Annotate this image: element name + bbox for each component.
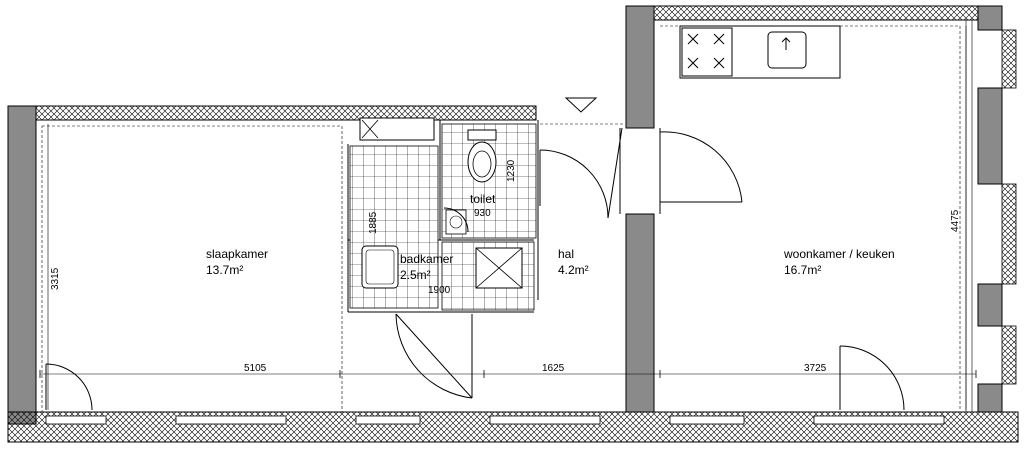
- entrance-triangle-icon: [564, 97, 598, 113]
- dimension-lines: [39, 26, 977, 410]
- toilet-icon: [467, 129, 497, 183]
- dim-bath-width: 1900: [428, 285, 451, 296]
- room-name-badkamer: badkamer: [400, 252, 453, 266]
- bottom-windows: [45, 415, 945, 425]
- room-name-slaapkamer: slaapkamer: [206, 247, 268, 261]
- kitchen-counter: [679, 25, 841, 79]
- wall-center-top: [625, 5, 655, 129]
- sink-icon: [767, 31, 807, 69]
- dim-toilet-width: 930: [474, 208, 491, 219]
- shower-icon: [475, 247, 523, 289]
- facade-pier-3: [977, 383, 1003, 413]
- dim-toilet-depth: 1230: [506, 159, 517, 182]
- wall-left: [7, 105, 37, 425]
- facade-pier-1: [977, 87, 1003, 185]
- dim-hal-width: 1625: [542, 363, 565, 374]
- walls: [7, 5, 1019, 443]
- wall-top-slaapkamer: [35, 105, 537, 121]
- facade-pier-2: [977, 283, 1003, 327]
- dim-woonkamer-width: 3725: [804, 363, 827, 374]
- facade-glass-3: [1001, 325, 1017, 385]
- dim-slaapkamer-width: 5105: [244, 363, 267, 374]
- room-name-hal: hal: [558, 247, 574, 261]
- cooktop-icon: [681, 27, 733, 77]
- dim-woonkamer-depth: 4475: [950, 209, 961, 232]
- facade-glass-1: [1001, 29, 1017, 89]
- room-labels: slaapkamer 13.7m² badkamer 2.5m² toilet …: [206, 192, 895, 282]
- wall-top-woonkamer: [653, 5, 979, 21]
- dimension-labels: 5105 1625 3725 3315 4475: [50, 209, 961, 374]
- doors: [45, 97, 905, 411]
- bathtub-icon: [361, 245, 399, 289]
- bathroom-core: 1885 1230 930 1900: [349, 117, 537, 311]
- wall-center-bottom: [625, 213, 655, 413]
- room-name-woonkamer: woonkamer / keuken: [783, 247, 895, 261]
- room-area-woonkamer: 16.7m²: [784, 263, 821, 277]
- wall-right-top: [977, 5, 1003, 31]
- facade-glass-2: [1001, 183, 1017, 285]
- dim-bath-depth: 1885: [368, 211, 379, 234]
- washbasin-icon: [445, 209, 467, 235]
- shelf: [359, 117, 435, 141]
- room-name-toilet: toilet: [470, 192, 496, 206]
- room-area-badkamer: 2.5m²: [400, 268, 431, 282]
- room-area-hal: 4.2m²: [558, 263, 589, 277]
- room-area-slaapkamer: 13.7m²: [206, 263, 243, 277]
- dim-slaapkamer-depth: 3315: [50, 267, 61, 290]
